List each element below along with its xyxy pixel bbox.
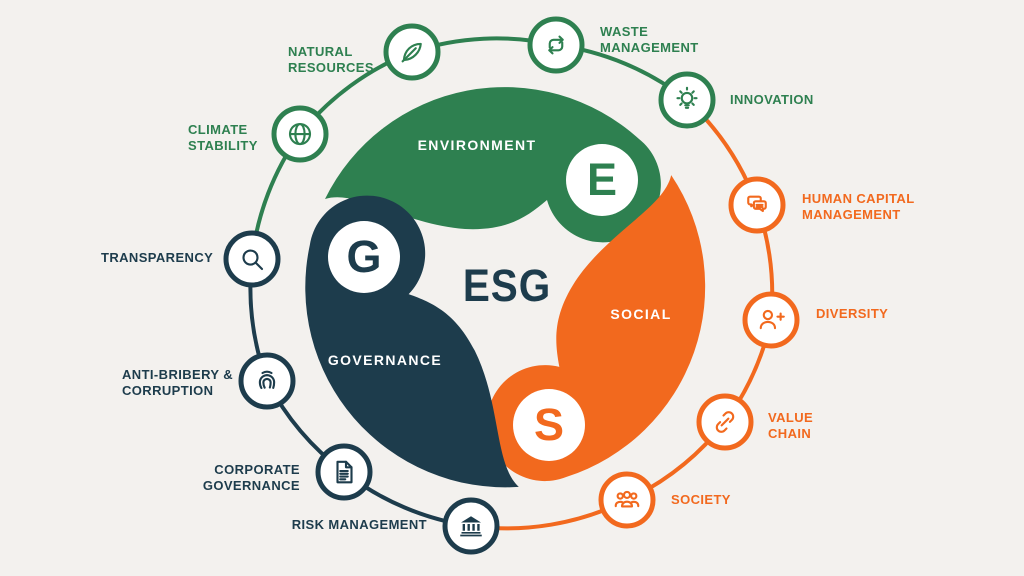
recycle-icon (548, 35, 564, 55)
fingerprint-icon (258, 370, 276, 390)
environment-letter-circle: E (566, 144, 638, 216)
node-label-anti-bribery-corruption: ANTI-BRIBERY & CORRUPTION (122, 367, 234, 398)
node-label-society: SOCIETY (671, 492, 731, 507)
node-circle-anti-bribery-corruption (238, 352, 296, 410)
governance-letter-circle: G (328, 221, 400, 293)
node-circle-transparency (223, 230, 281, 288)
node-label-transparency: TRANSPARENCY (101, 250, 214, 265)
node-circle-society (598, 471, 656, 529)
node-label-value-chain: VALUE CHAIN (768, 410, 814, 441)
node-label-waste-management: WASTE MANAGEMENT (600, 24, 699, 55)
node-circle-risk-management (442, 497, 500, 555)
bank-icon (460, 516, 482, 537)
esg-center-label: ESG (462, 260, 552, 311)
node-label-corporate-governance: CORPORATE GOVERNANCE (202, 462, 300, 493)
chat-icon (747, 195, 767, 213)
link-icon (715, 411, 735, 433)
ring-nodes (223, 16, 800, 555)
lightbulb-icon (676, 86, 698, 109)
globe-icon (288, 122, 312, 146)
people-icon (614, 490, 640, 508)
document-icon (336, 460, 353, 484)
feather-icon (401, 42, 422, 63)
node-label-natural-resources: NATURAL RESOURCES (288, 44, 374, 75)
node-label-risk-management: RISK MANAGEMENT (291, 517, 427, 532)
node-label-human-capital-management: HUMAN CAPITAL MANAGEMENT (802, 191, 915, 222)
governance-label: GOVERNANCE (327, 352, 443, 368)
node-label-innovation: INNOVATION (730, 92, 814, 107)
magnifier-icon (242, 249, 264, 271)
node-circle-diversity (742, 291, 800, 349)
environment-label: ENVIRONMENT (417, 137, 537, 153)
social-label: SOCIAL (610, 306, 672, 322)
social-letter-circle: S (513, 389, 585, 461)
node-circle-waste-management (527, 16, 585, 74)
node-circle-innovation (658, 71, 716, 129)
node-label-diversity: DIVERSITY (816, 306, 889, 321)
person-plus-icon (759, 309, 785, 330)
node-label-climate-stability: CLIMATE STABILITY (188, 122, 258, 153)
